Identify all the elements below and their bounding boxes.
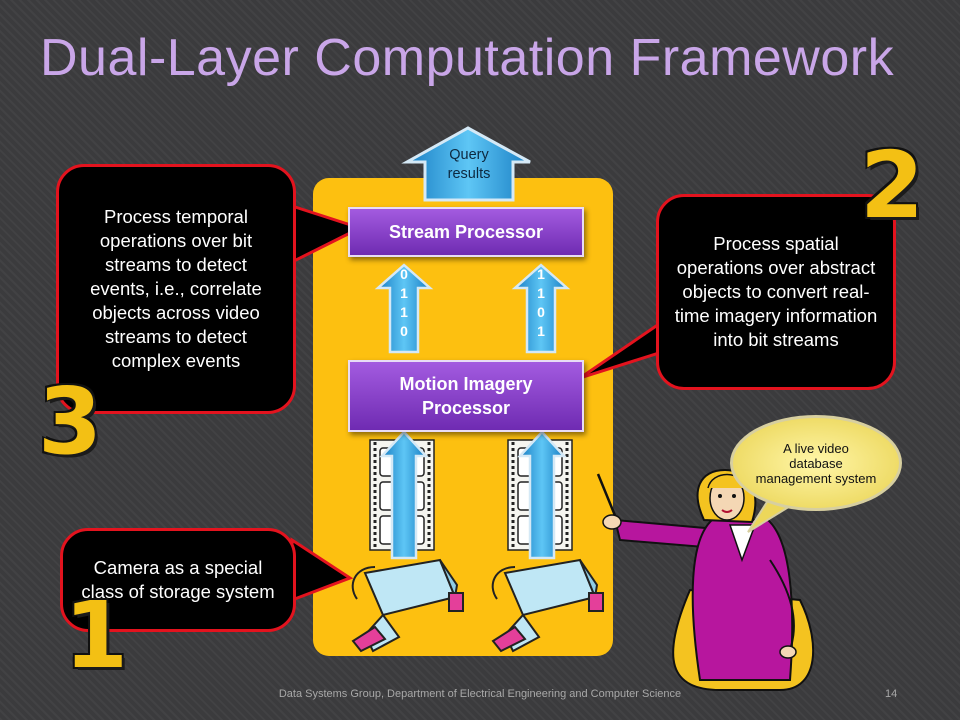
step-number-1: 1 (64, 582, 129, 689)
camera-arrow-right (517, 430, 567, 560)
camera-callout: Camera as a special class of storage sys… (60, 528, 296, 632)
bitstream-right: 1 1 0 1 (528, 265, 554, 341)
bit: 0 (400, 323, 408, 339)
step-number-3: 3 (38, 368, 103, 475)
bit: 0 (400, 266, 408, 282)
bit: 1 (400, 285, 408, 301)
query-results-line-2: results (447, 166, 491, 182)
footer-text: Data Systems Group, Department of Electr… (278, 688, 682, 700)
camera-arrow-left (379, 430, 429, 560)
stream-processor-box: Stream Processor (348, 207, 584, 257)
query-results-arrow (401, 126, 531, 202)
query-results-line-1: Query (449, 147, 489, 163)
motion-processor-line-2: Processor (421, 398, 511, 418)
bit: 1 (537, 266, 545, 282)
bitstream-left: 0 1 1 0 (391, 265, 417, 341)
page-number: 14 (885, 688, 898, 700)
spatial-callout-tail (579, 319, 664, 380)
step-number-2: 2 (860, 132, 925, 239)
speech-bubble: A live video database management system (730, 415, 902, 511)
camera-callout-tail (290, 537, 354, 603)
motion-imagery-processor-box: Motion Imagery Processor (348, 360, 584, 432)
temporal-callout: Process temporal operations over bit str… (56, 164, 296, 414)
bit: 1 (537, 323, 545, 339)
bit: 0 (537, 304, 545, 320)
bitstream-arrow-left (374, 263, 434, 354)
temporal-callout-text: Process temporal operations over bit str… (90, 206, 262, 371)
spatial-callout-text: Process spatial operations over abstract… (674, 233, 878, 350)
slide-title: Dual-Layer Computation Framework (40, 29, 895, 87)
bit: 1 (537, 285, 545, 301)
query-results-label: Query results (425, 146, 513, 184)
stream-processor-label: Stream Processor (388, 221, 544, 242)
motion-processor-line-1: Motion Imagery (399, 374, 533, 394)
bit: 1 (400, 304, 408, 320)
spatial-callout: Process spatial operations over abstract… (656, 194, 896, 390)
camera-icon-right (491, 558, 604, 653)
speech-bubble-text: A live video database management system (755, 440, 877, 486)
presenter-illustration (596, 468, 815, 691)
camera-callout-text: Camera as a special class of storage sys… (81, 557, 275, 602)
bitstream-arrow-right (511, 263, 571, 354)
camera-icon-left (351, 558, 464, 653)
